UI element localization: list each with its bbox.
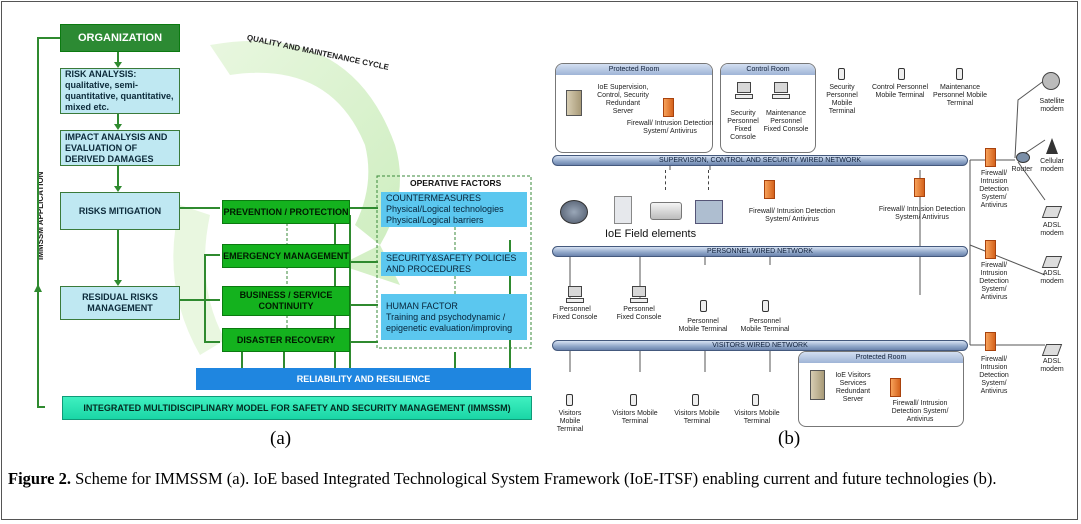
server-icon (810, 370, 825, 400)
visitors-mobile-label: Visitors Mobile Terminal (734, 410, 780, 425)
computer-icon (735, 82, 755, 100)
panel-a-label: (a) (270, 428, 292, 449)
access-panel-icon (614, 196, 632, 224)
operative-factors-title: OPERATIVE FACTORS (410, 178, 502, 188)
immssm-bar: INTEGRATED MULTIDISCIPLINARY MODEL FOR S… (62, 396, 532, 420)
mobile-terminal-icon (956, 68, 963, 80)
prevention-box: PREVENTION / PROTECTION (222, 200, 350, 224)
firewall-icon (663, 98, 674, 117)
caption-text: Scheme for IMMSSM (a). IoE based Integra… (70, 469, 997, 488)
countermeasures-line1: Physical/Logical technologies (386, 204, 504, 214)
protected-room-bottom: Protected Room (798, 351, 964, 427)
human-factor-title: HUMAN FACTOR (386, 300, 458, 311)
personnel-mobile-label: Personnel Mobile Terminal (740, 318, 790, 333)
residual-risks-box: RESIDUAL RISKS MANAGEMENT (60, 286, 180, 320)
firewall-right2-label: Firewall/ Intrusion Detection System/ An… (979, 262, 1009, 301)
reliability-bar: RELIABILITY AND RESILIENCE (196, 368, 531, 390)
firewall-icon (985, 332, 996, 351)
cellular-label: Cellular modem (1040, 158, 1064, 173)
policies-box: SECURITY&SAFETY POLICIES AND PROCEDURES (381, 252, 527, 276)
firewall-mid1-label: Firewall/ Intrusion Detection System/ An… (748, 208, 836, 223)
visitors-mobile-label: Visitors Mobile Terminal (556, 410, 584, 433)
adsl-label: ADSL modem (1040, 222, 1064, 237)
countermeasures-box: COUNTERMEASURES Physical/Logical technol… (381, 192, 527, 227)
protected-room-bottom-title: Protected Room (799, 352, 963, 363)
mobile-terminal-icon (566, 394, 573, 406)
computer-icon (566, 286, 586, 304)
firewall-icon (985, 240, 996, 259)
adsl-label: ADSL modem (1040, 358, 1064, 373)
maintenance-mobile-label: Maintenance Personnel Mobile Terminal (932, 84, 988, 107)
visitors-mobile-label: Visitors Mobile Terminal (674, 410, 720, 425)
personnel-fixed-label: Personnel Fixed Console (552, 306, 598, 321)
mobile-terminal-icon (898, 68, 905, 80)
firewall-top-label: Firewall/ Intrusion Detection System/ An… (626, 120, 714, 135)
maintenance-console-label: Maintenance Personnel Fixed Console (763, 110, 809, 133)
firewall-right1-label: Firewall/ Intrusion Detection System/ An… (979, 170, 1009, 209)
mobile-terminal-icon (838, 68, 845, 80)
control-mobile-label: Control Personnel Mobile Terminal (871, 84, 929, 99)
firewall-icon (890, 378, 901, 397)
adsl-label: ADSL modem (1040, 270, 1064, 285)
sensor-icon (695, 200, 723, 224)
organization-box: ORGANIZATION (60, 24, 180, 52)
visitors-mobile-label: Visitors Mobile Terminal (612, 410, 658, 425)
visitors-server-label: IoE Visitors Services Redundant Server (835, 372, 871, 403)
panel-a-connectors (34, 37, 532, 408)
ioe-server-label: IoE Supervision, Control, Security Redun… (597, 84, 649, 115)
firewall-icon (764, 180, 775, 199)
ioe-field-label: IoE Field elements (605, 228, 697, 240)
link-icon (708, 170, 715, 190)
firewall-icon (985, 148, 996, 167)
supervision-network: SUPERVISION, CONTROL AND SECURITY WIRED … (552, 155, 968, 166)
human-factor-body: Training and psychodynamic / epigenetic … (386, 311, 513, 333)
firewall-right3-label: Firewall/ Intrusion Detection System/ An… (979, 356, 1009, 395)
computer-icon (772, 82, 792, 100)
cellular-tower-icon (1046, 138, 1058, 154)
personnel-network: PERSONNEL WIRED NETWORK (552, 246, 968, 257)
mobile-terminal-icon (752, 394, 759, 406)
business-continuity-box: BUSINESS / SERVICE CONTINUITY (222, 286, 350, 316)
mobile-terminal-icon (630, 394, 637, 406)
panel-b-label: (b) (778, 428, 801, 449)
link-icon (665, 170, 672, 190)
figure-caption: Figure 2. Scheme for IMMSSM (a). IoE bas… (8, 469, 1072, 488)
mobile-terminal-icon (762, 300, 769, 312)
disaster-recovery-box: DISASTER RECOVERY (222, 328, 350, 352)
computer-icon (630, 286, 650, 304)
security-console-label: Security Personnel Fixed Console (727, 110, 759, 141)
risk-analysis-box: RISK ANALYSIS: qualitative, semi-quantit… (60, 68, 180, 114)
control-room-title: Control Room (721, 64, 815, 75)
camera-icon (650, 202, 682, 220)
camera-dome-icon (560, 200, 588, 224)
mobile-terminal-icon (692, 394, 699, 406)
impact-analysis-box: IMPACT ANALYSIS AND EVALUATION OF DERIVE… (60, 130, 180, 166)
personnel-fixed-label: Personnel Fixed Console (616, 306, 662, 321)
emergency-box: EMERGENCY MANAGEMENT (222, 244, 350, 268)
firewall-bottom-label: Firewall/ Intrusion Detection System/ An… (891, 400, 949, 423)
satellite-dish-icon (1042, 72, 1060, 90)
mobile-terminal-icon (700, 300, 707, 312)
security-mobile-label: Security Personnel Mobile Terminal (826, 84, 858, 115)
router-label: Router (1011, 166, 1033, 173)
server-icon (566, 90, 582, 116)
firewall-mid2-label: Firewall/ Intrusion Detection System/ An… (878, 206, 966, 221)
router-icon (1016, 152, 1030, 163)
visitors-network: VISITORS WIRED NETWORK (552, 340, 968, 351)
control-room: Control Room (720, 63, 816, 153)
caption-figure-number: Figure 2. (8, 469, 71, 488)
human-factor-box: HUMAN FACTOR Training and psychodynamic … (381, 294, 527, 340)
personnel-mobile-label: Personnel Mobile Terminal (678, 318, 728, 333)
firewall-icon (914, 178, 925, 197)
satellite-label: Satellite modem (1039, 98, 1065, 113)
countermeasures-line2: Physical/Logical barriers (386, 215, 484, 225)
risks-mitigation-box: RISKS MITIGATION (60, 192, 180, 230)
countermeasures-title: COUNTERMEASURES (386, 193, 482, 203)
protected-room-title: Protected Room (556, 64, 712, 75)
